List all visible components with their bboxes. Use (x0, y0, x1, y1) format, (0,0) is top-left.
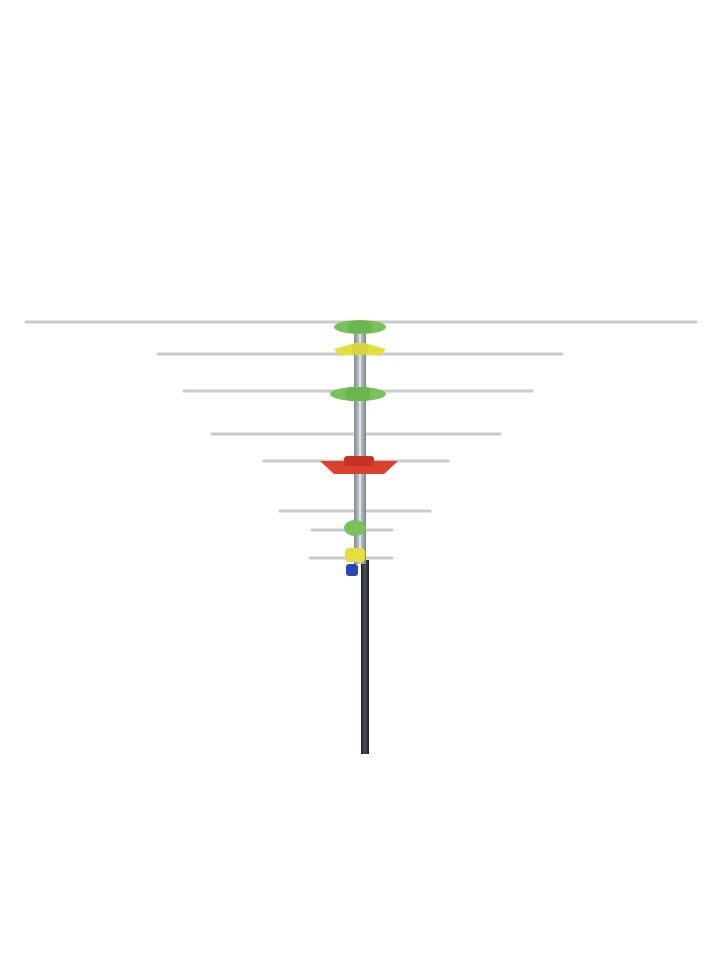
red-insulator (320, 456, 398, 474)
blue-end-cap (346, 564, 358, 576)
yellow-clip-upper (334, 343, 386, 356)
yellow-clip-lower (345, 548, 365, 562)
antenna-mast (361, 560, 369, 754)
top-hub-clip (334, 320, 386, 334)
green-clip-lower (344, 520, 366, 536)
green-clip-mid (330, 387, 386, 401)
